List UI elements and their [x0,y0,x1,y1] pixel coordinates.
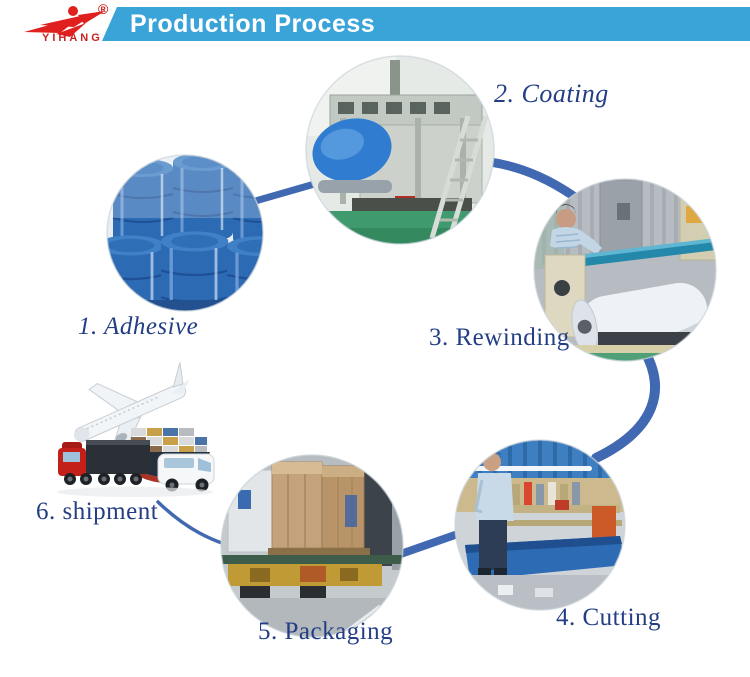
step-label-coating: 2. Coating [494,79,609,108]
step-label-rewinding: 3. Rewinding [429,324,570,351]
bird-icon [24,6,105,37]
truck-icon [58,440,150,485]
registered-mark: ® [98,1,109,17]
yihang-logo: ® YIHANG [10,1,120,58]
step-label-packaging: 5. Packaging [258,618,394,645]
logo-text: YIHANG [42,32,103,44]
step-label-cutting: 4. Cutting [556,604,662,631]
adhesive-photo [106,154,264,312]
cutting-photo [454,439,626,611]
packaging-photo [220,454,404,638]
shipment-photo [57,362,215,497]
title-banner: Production Process [102,7,750,41]
arc-rewinding-to-cutting [591,347,660,463]
step-label-adhesive: 1. Adhesive [78,313,199,340]
rewinding-photo [533,178,717,362]
step-label-shipment: 6. shipment [36,498,159,525]
van-icon [157,453,215,492]
airplane-icon [73,362,190,468]
coating-photo [305,55,495,245]
page-title: Production Process [130,10,376,38]
